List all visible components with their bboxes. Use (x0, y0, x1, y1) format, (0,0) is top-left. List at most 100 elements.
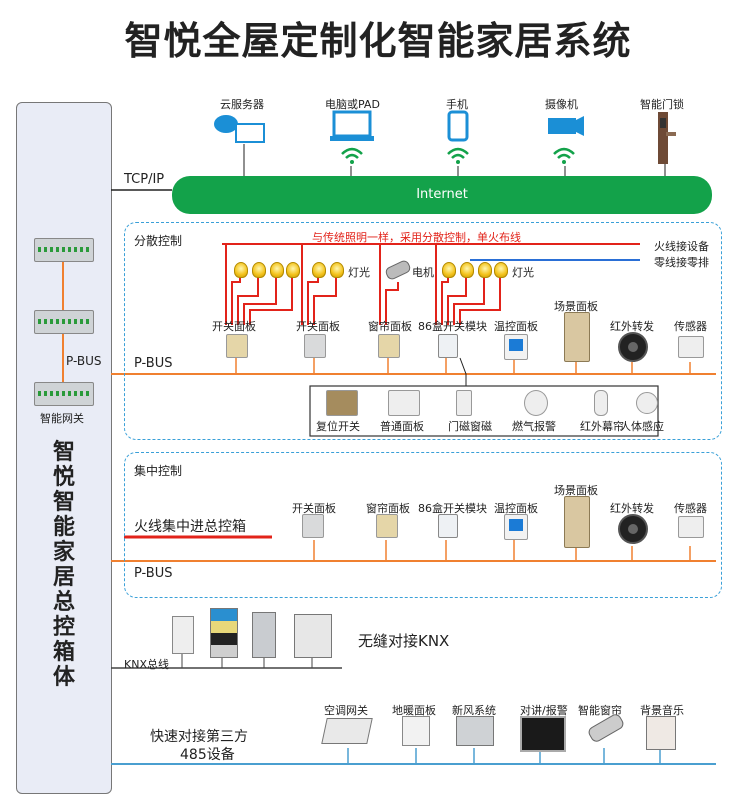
light-label: 灯光 (512, 266, 534, 279)
ac-gateway (321, 718, 373, 744)
door-lock-icon (658, 112, 676, 164)
rs485-label: 快速对接第三方 (150, 729, 248, 745)
curtain-panel (376, 514, 398, 538)
thermostat-panel (504, 334, 528, 360)
top-device-label: 云服务器 (220, 98, 264, 111)
top-device-label: 电脑或PAD (325, 98, 380, 111)
centralized-device-label: 传感器 (674, 502, 707, 515)
distributed-note: 与传统照明一样，采用分散控制，单火布线 (312, 231, 521, 244)
rs485-device-label: 地暖面板 (392, 704, 436, 717)
neutral-wire-label: 零线接零排 (654, 256, 709, 269)
centralized-device-label: 窗帘面板 (366, 502, 410, 515)
motor-label: 电机 (412, 266, 434, 279)
distributed-bus-label: P-BUS (134, 356, 173, 371)
gateway-module-1 (34, 238, 94, 262)
bulb-icon (234, 262, 248, 278)
gas-alarm-icon (524, 390, 548, 416)
sensor (678, 516, 704, 538)
motor-icon (385, 260, 411, 280)
rs485-label: 485设备 (180, 747, 235, 763)
ir-curtain-icon (594, 390, 608, 416)
centralized-device-label: 红外转发 (610, 502, 654, 515)
sensor (678, 336, 704, 358)
switch-panel (304, 334, 326, 358)
light-label: 灯光 (348, 266, 370, 279)
bulb-icon (286, 262, 300, 278)
phone-icon (447, 110, 469, 164)
thermostat-panel (504, 514, 528, 540)
cloud-server-icon (214, 115, 265, 143)
knx-device (172, 616, 194, 654)
knx-device (210, 608, 238, 658)
ir-transmitter (618, 332, 648, 362)
bulb-icon (478, 262, 492, 278)
distributed-device-label: 传感器 (674, 320, 707, 333)
top-device-label: 手机 (446, 98, 468, 111)
tcpip-label: TCP/IP (124, 172, 165, 187)
sub-device-label: 燃气报警 (512, 420, 556, 433)
bulb-icon (330, 262, 344, 278)
laptop-icon (330, 110, 374, 164)
rs485-device-label: 背景音乐 (640, 704, 684, 717)
centralized-control-zone (124, 452, 722, 598)
ir-transmitter (618, 514, 648, 544)
cabinet-vertical-label: 智悦智能家居总控箱体 (52, 440, 75, 690)
gateway-module-2 (34, 310, 94, 334)
centralized-device-label: 场景面板 (554, 484, 598, 497)
intercom-alarm (520, 716, 566, 752)
switch-panel (226, 334, 248, 358)
knx-device (252, 612, 276, 658)
top-device-label: 智能门锁 (640, 98, 684, 111)
background-music (646, 716, 676, 750)
bulb-icon (270, 262, 284, 278)
rs485-device-label: 空调网关 (324, 704, 368, 717)
sub-device-label: 门磁窗磁 (448, 420, 492, 433)
rs485-device-label: 新风系统 (452, 704, 496, 717)
distributed-device-label: 窗帘面板 (368, 320, 412, 333)
rs485-device-label: 对讲/报警 (520, 704, 568, 717)
sub-device-label: 复位开关 (316, 420, 360, 433)
distributed-device-label: 红外转发 (610, 320, 654, 333)
distributed-device-label: 86盒开关模块 (418, 320, 487, 333)
bulb-icon (460, 262, 474, 278)
page-title: 智悦全屋定制化智能家居系统 (124, 19, 632, 63)
sub-device-label: 红外幕帘 (580, 420, 624, 433)
motion-sensor-icon (636, 392, 658, 414)
knx-bus-label: KNX总线 (124, 658, 169, 671)
centralized-title: 集中控制 (134, 464, 183, 478)
rs485-device-label: 智能窗帘 (578, 704, 622, 717)
gateway-module-3 (34, 382, 94, 406)
switch-module (438, 514, 458, 538)
centralized-device-label: 开关面板 (292, 502, 336, 515)
column-pbus-label: P-BUS (66, 354, 102, 368)
normal-panel-icon (388, 390, 420, 416)
distributed-device-label: 场景面板 (554, 300, 598, 313)
distributed-device-label: 开关面板 (212, 320, 256, 333)
centralized-device-label: 温控面板 (494, 502, 538, 515)
internet-bar: Internet (172, 176, 712, 214)
scene-panel (564, 312, 590, 362)
floor-heating-panel (402, 716, 430, 746)
control-cabinet (16, 102, 112, 794)
centralized-bus-label: P-BUS (134, 566, 173, 581)
reset-switch-icon (326, 390, 358, 416)
live-wire-label: 火线接设备 (654, 240, 709, 253)
distributed-title: 分散控制 (134, 234, 183, 248)
switch-panel (302, 514, 324, 538)
centralized-live-note: 火线集中进总控箱 (134, 519, 246, 535)
knx-label: 无缝对接KNX (358, 632, 450, 650)
distributed-device-label: 温控面板 (494, 320, 538, 333)
bulb-icon (312, 262, 326, 278)
curtain-panel (378, 334, 400, 358)
door-sensor-icon (456, 390, 472, 416)
distributed-control-zone (124, 222, 722, 440)
bulb-icon (494, 262, 508, 278)
distributed-device-label: 开关面板 (296, 320, 340, 333)
bulb-icon (442, 262, 456, 278)
gateway-label: 智能网关 (40, 412, 84, 425)
camera-icon (548, 116, 584, 164)
sub-device-label: 人体感应 (620, 420, 664, 433)
switch-module (438, 334, 458, 358)
sub-device-label: 普通面板 (380, 420, 424, 433)
